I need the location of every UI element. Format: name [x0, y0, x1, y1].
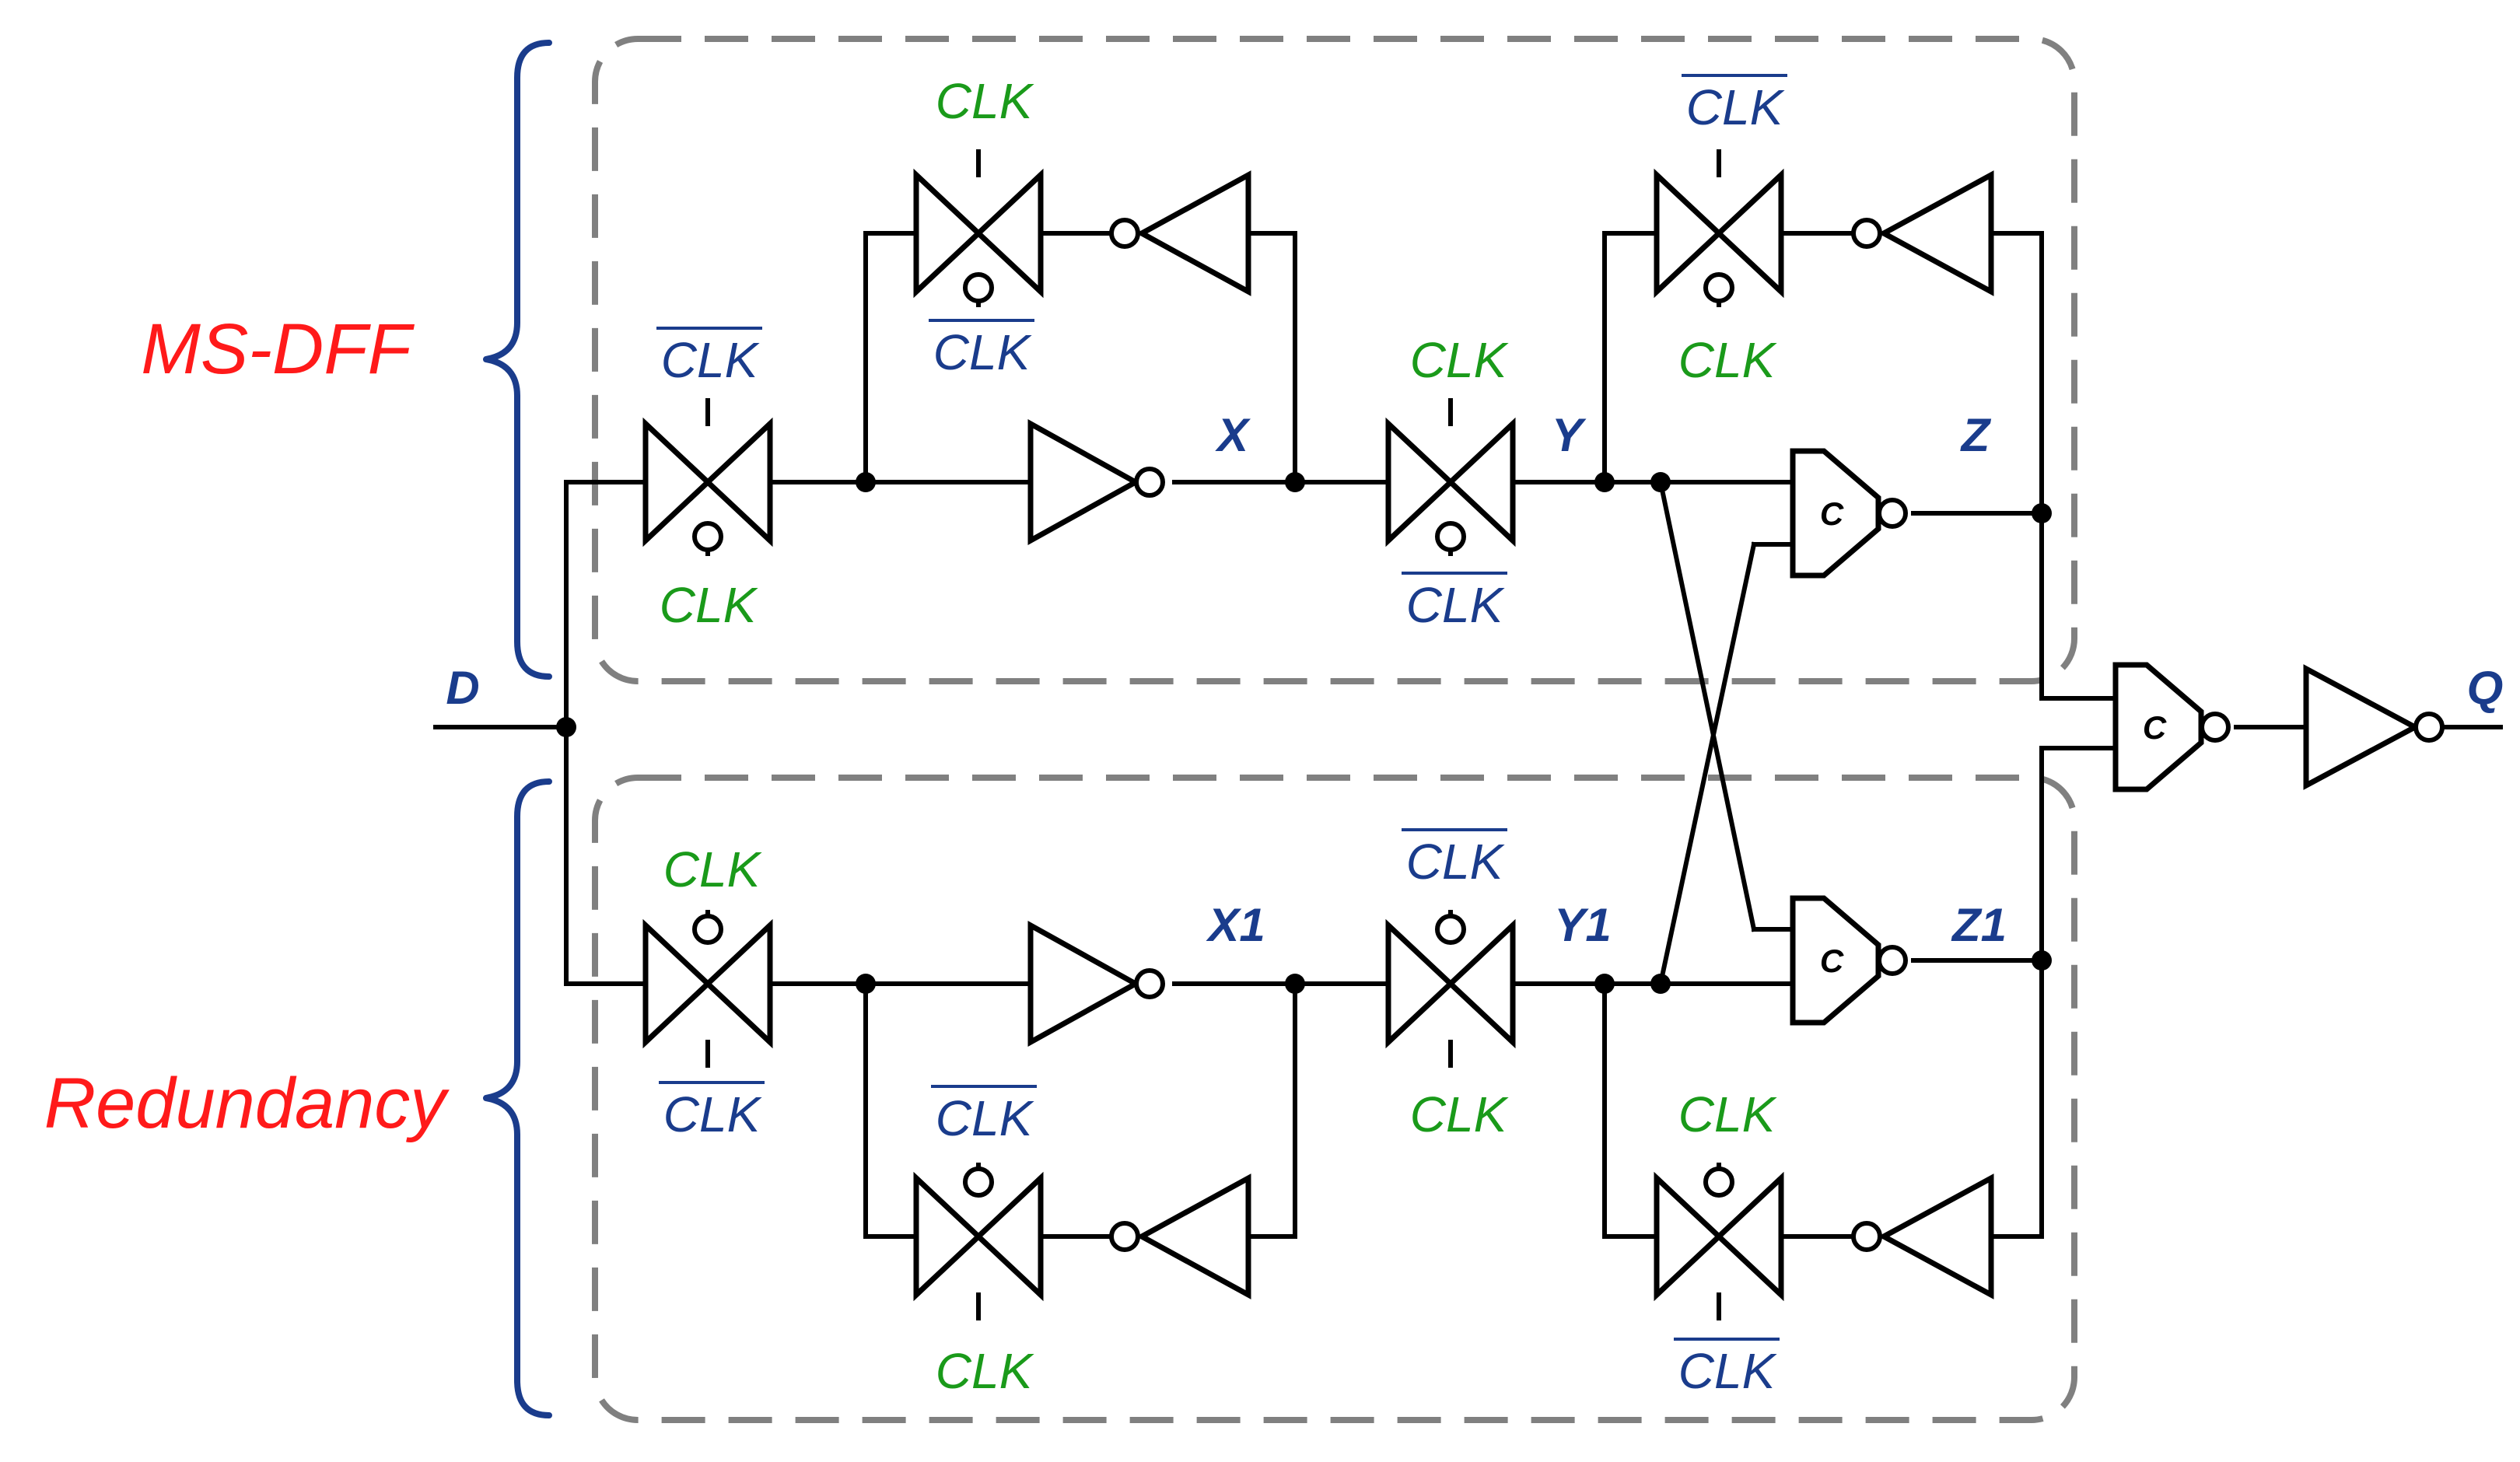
svg-text:CLK: CLK: [663, 1086, 763, 1142]
clk-label: CLK: [1678, 1086, 1778, 1142]
inverter-icon: [1109, 170, 1251, 296]
svg-text:CLK: CLK: [1686, 79, 1786, 135]
node-label-q: Q: [2467, 662, 2504, 714]
c-element-label: C: [1820, 495, 1844, 532]
clk-label: CLK: [1410, 1086, 1510, 1142]
svg-text:CLK: CLK: [933, 324, 1033, 380]
svg-text:CLK: CLK: [936, 1090, 1035, 1146]
svg-text:CLK: CLK: [1406, 577, 1506, 633]
clk-label: CLK: [1678, 332, 1778, 388]
clk-bar-label: CLK: [1682, 74, 1787, 135]
ms-dff-dashed-box: [592, 36, 2077, 684]
redundancy-dashed-box: [592, 775, 2077, 1423]
svg-text:CLK: CLK: [661, 332, 761, 388]
transmission-gate-icon: [916, 149, 1041, 307]
clk-label: CLK: [1410, 332, 1510, 388]
clk-label: CLK: [663, 841, 763, 897]
node-label-z: Z: [1960, 409, 1992, 461]
inverter-icon: [1027, 419, 1165, 545]
c-element-label: C: [2143, 709, 2167, 746]
ms-dff-label: MS-DFF: [141, 310, 415, 389]
transmission-gate-icon: [1657, 1163, 1781, 1320]
clk-bar-label: CLK: [931, 1085, 1037, 1146]
clk-bar-label: CLK: [656, 327, 762, 388]
redundancy-curly-brace-icon: [483, 778, 552, 1418]
junction-dots: [556, 472, 2052, 994]
c-element-icon: C: [2112, 662, 2231, 792]
clk-label: CLK: [936, 1343, 1035, 1399]
svg-text:CLK: CLK: [1406, 834, 1506, 890]
clk-bar-label: CLK: [659, 1081, 765, 1142]
clk-bar-label: CLK: [929, 319, 1034, 380]
clk-bar-label: CLK: [1402, 572, 1507, 633]
c-element-icon: C: [1790, 895, 1908, 1026]
clk-bar-label: CLK: [1674, 1338, 1780, 1399]
node-label-y: Y: [1552, 409, 1587, 461]
c-element-label: C: [1820, 943, 1844, 979]
transmission-gate-icon: [646, 910, 770, 1068]
transmission-gate-icon: [1388, 910, 1513, 1068]
clk-label: CLK: [660, 577, 759, 633]
transmission-gate-icon: [916, 1163, 1041, 1320]
transmission-gate-icon: [1657, 149, 1781, 307]
clk-bar-label: CLK: [1402, 828, 1507, 890]
inverter-icon: [1851, 1173, 1994, 1299]
inverter-icon: [1851, 170, 1994, 296]
node-label-y1: Y1: [1554, 899, 1611, 951]
ms-dff-curly-brace-icon: [483, 40, 552, 680]
wires: [433, 231, 2503, 1239]
inverter-icon: [1109, 1173, 1251, 1299]
node-label-x: X: [1215, 409, 1251, 461]
redundancy-label: Redundancy: [44, 1064, 450, 1143]
node-label-z1: Z1: [1951, 899, 2007, 951]
node-label-x1: X1: [1206, 899, 1265, 951]
c-element-icon: C: [1790, 448, 1908, 579]
svg-text:CLK: CLK: [1678, 1343, 1778, 1399]
inverter-icon: [1027, 921, 1165, 1047]
inverter-icon: [2303, 664, 2445, 790]
transmission-gate-icon: [1388, 398, 1513, 556]
clk-label: CLK: [936, 73, 1035, 129]
transmission-gate-icon: [646, 398, 770, 556]
node-label-d: D: [446, 662, 479, 714]
